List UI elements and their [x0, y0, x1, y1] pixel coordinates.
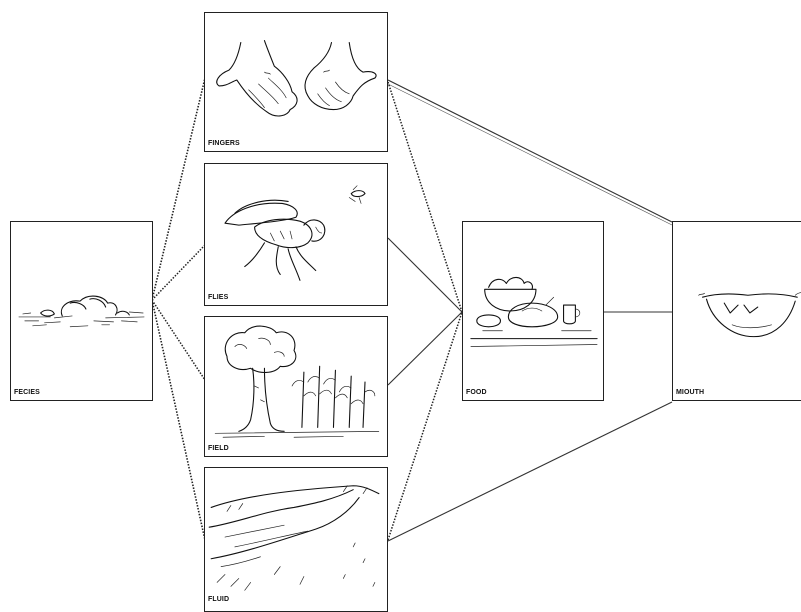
card-mouth: MIOUTH [672, 221, 801, 401]
food-illustration [470, 276, 598, 347]
fingers-illustration [216, 40, 377, 117]
flies-illustration [224, 185, 366, 281]
mouth-illustration [698, 292, 801, 338]
connector-fingers-mouth-2 [387, 83, 673, 226]
label-field: FIELD [208, 445, 229, 452]
feces-illustration [18, 295, 145, 328]
connector-fluids-food [387, 311, 463, 541]
river-illustration [208, 485, 380, 591]
label-fluids: FLUID [208, 596, 230, 603]
label-food: FOOD [466, 389, 487, 396]
card-feces: FECIES [10, 221, 153, 401]
card-food: FOOD [462, 221, 604, 401]
field-illustration [214, 325, 380, 438]
connector-fingers-food [387, 81, 463, 313]
card-field: FIELD [204, 316, 388, 457]
connector-feces-field [151, 299, 206, 381]
label-mouth: MIOUTH [676, 389, 705, 396]
label-fingers: FINGERS [208, 140, 240, 147]
card-fluids: FLUID [204, 467, 388, 612]
card-fingers: FINGERS [204, 12, 388, 152]
label-flies: FLIES [208, 294, 229, 301]
connector-feces-fluids [151, 299, 206, 541]
card-flies: FLIES [204, 163, 388, 306]
connector-fingers-mouth [387, 79, 673, 223]
connector-field-food [387, 311, 463, 386]
connector-fluids-mouth [387, 401, 673, 542]
connector-feces-flies [151, 244, 206, 301]
connector-flies-food [387, 237, 463, 313]
connector-feces-fingers [151, 77, 206, 301]
label-feces: FECIES [14, 389, 40, 396]
